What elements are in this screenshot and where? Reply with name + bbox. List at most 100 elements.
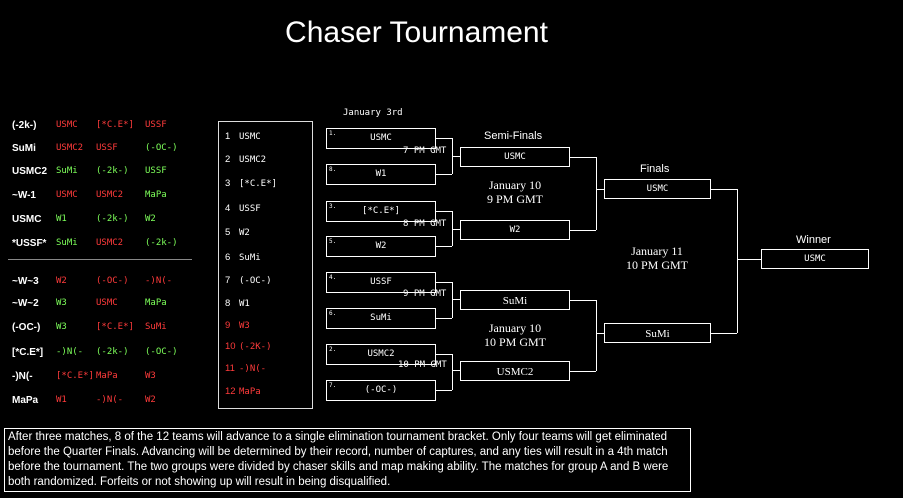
seed-number: 12 bbox=[225, 386, 236, 397]
bracket-line bbox=[596, 333, 604, 334]
semifinal-slot: SuMi bbox=[460, 290, 570, 310]
qf-slot: 4.USSF bbox=[326, 272, 436, 293]
record-match: USMC bbox=[96, 298, 118, 308]
bracket-line bbox=[596, 157, 597, 230]
qf-slot: 8.W1 bbox=[326, 164, 436, 185]
bracket-line bbox=[596, 300, 597, 371]
record-row: [*C.E*]-)N(-(-2k-)(-OC-) bbox=[12, 344, 202, 360]
match-time: 8 PM GMT bbox=[403, 219, 447, 229]
seed-number: 10 bbox=[225, 341, 236, 352]
seed-number: 1 bbox=[225, 131, 231, 142]
bracket-line bbox=[436, 354, 452, 355]
record-match: USMC2 bbox=[56, 143, 84, 153]
bracket-line bbox=[737, 259, 761, 260]
record-match: SuMi bbox=[56, 166, 78, 176]
slot-team: SuMi bbox=[370, 313, 392, 323]
record-match: W1 bbox=[56, 214, 67, 224]
record-match: W3 bbox=[145, 371, 156, 381]
record-match: -)N(- bbox=[145, 276, 173, 286]
bracket-line bbox=[452, 282, 453, 318]
seed-number: 5 bbox=[225, 227, 231, 238]
slot-seed: 8. bbox=[329, 166, 337, 173]
slot-team: USMC2 bbox=[496, 366, 534, 378]
bracket-line bbox=[452, 299, 460, 300]
finals-header: Finals bbox=[640, 163, 670, 175]
seed-entry: 2 USMC2 bbox=[225, 154, 266, 165]
record-team: [*C.E*] bbox=[12, 346, 44, 358]
seed-team: [*C.E*] bbox=[239, 179, 277, 189]
record-team: (-2k-) bbox=[12, 119, 37, 131]
seed-entry: 7(-OC-) bbox=[225, 275, 272, 286]
group-divider bbox=[8, 259, 192, 260]
seed-team: USMC2 bbox=[239, 155, 267, 165]
slot-team: (-OC-) bbox=[364, 385, 398, 395]
seed-number: 2 bbox=[225, 154, 231, 165]
record-match: MaPa bbox=[145, 190, 167, 200]
slot-team: SuMi bbox=[645, 328, 670, 340]
bracket-line bbox=[570, 371, 596, 372]
qf-slot: 3. [*C.E*] bbox=[326, 201, 436, 222]
seed-number: 9 bbox=[225, 320, 231, 331]
slot-seed: 3. bbox=[329, 203, 337, 210]
record-team: *USSF* bbox=[12, 237, 47, 249]
qf-slot: 5.W2 bbox=[326, 236, 436, 257]
semifinal-slot: W2 bbox=[460, 220, 570, 240]
semifinals-header: Semi-Finals bbox=[484, 130, 543, 142]
slot-seed: 6. bbox=[329, 310, 337, 317]
seed-number: 4 bbox=[225, 203, 231, 214]
semifinal-slot: USMC2 bbox=[460, 361, 570, 381]
record-match: -)N(- bbox=[56, 347, 84, 357]
bracket-line bbox=[570, 157, 596, 158]
bracket-line bbox=[452, 370, 460, 371]
bracket-line bbox=[436, 174, 452, 175]
final-slot: SuMi bbox=[604, 323, 711, 343]
record-match: USSF bbox=[96, 143, 118, 153]
slot-team: [*C.E*] bbox=[362, 206, 400, 216]
record-match: MaPa bbox=[145, 298, 167, 308]
record-match: USSF bbox=[145, 166, 167, 176]
schedule-date: January 11 bbox=[631, 244, 683, 258]
schedule-date: January 10 bbox=[488, 321, 542, 335]
slot-team: USMC bbox=[804, 254, 826, 264]
record-match: W1 bbox=[56, 395, 67, 405]
record-team: (-OC-) bbox=[12, 321, 41, 333]
page-title: Chaser Tournament bbox=[285, 16, 548, 49]
record-team: MaPa bbox=[12, 394, 39, 406]
qf-slot: 2.USMC2 bbox=[326, 344, 436, 365]
slot-team: USMC2 bbox=[367, 349, 395, 359]
slot-seed: 7. bbox=[329, 382, 337, 389]
record-match: (-OC-) bbox=[145, 347, 178, 357]
seed-number: 7 bbox=[225, 275, 231, 286]
qf-slot: 7. (-OC-) bbox=[326, 380, 436, 401]
record-match: USMC bbox=[56, 120, 78, 130]
record-match: [*C.E*] bbox=[96, 322, 134, 332]
record-match: USSF bbox=[145, 120, 167, 130]
winner-header: Winner bbox=[796, 234, 831, 246]
bracket-line bbox=[436, 390, 452, 391]
qf-slot: 1.USMC bbox=[326, 128, 436, 149]
bracket-line bbox=[436, 211, 452, 212]
bracket-line bbox=[711, 189, 737, 190]
slot-team: W2 bbox=[375, 241, 387, 251]
record-match: USMC2 bbox=[96, 190, 124, 200]
record-match: (-2k-) bbox=[96, 166, 129, 176]
slot-team: USMC bbox=[370, 133, 392, 143]
seed-team: (-2K-) bbox=[239, 342, 272, 352]
slot-team: SuMi bbox=[502, 295, 528, 307]
record-row: (-2k-)USMC[*C.E*]USSF bbox=[12, 117, 202, 133]
seed-team: W2 bbox=[239, 228, 250, 238]
seed-team: MaPa bbox=[239, 387, 261, 397]
schedule-time: 10 PM GMT bbox=[625, 258, 688, 272]
record-match: USMC2 bbox=[96, 238, 124, 248]
record-match: MaPa bbox=[96, 371, 118, 381]
record-match: W2 bbox=[145, 395, 156, 405]
slot-team: W2 bbox=[509, 225, 521, 235]
schedule-time: 10 PM GMT bbox=[483, 335, 546, 349]
